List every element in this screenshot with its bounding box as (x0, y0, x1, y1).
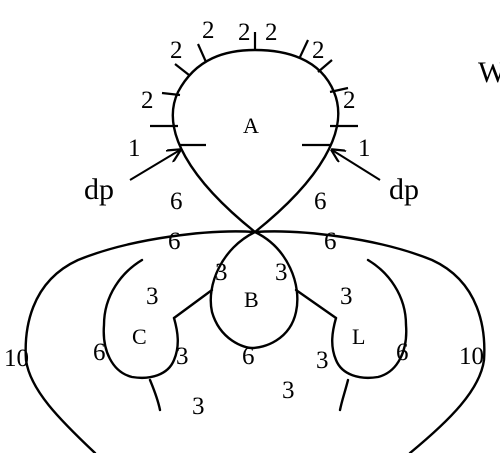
label-b-left-3: 3 (215, 259, 228, 286)
label-c-top-3: 3 (146, 283, 159, 310)
label-top-left-2b: 2 (170, 37, 183, 64)
tick-top-left-2a (161, 91, 181, 97)
region-c-label: C (132, 324, 147, 349)
label-c-bottom-3: 3 (192, 393, 205, 420)
label-a-right-6: 6 (314, 188, 327, 215)
tick-top-right-2b (317, 59, 333, 73)
tick-top-left-2b (174, 63, 190, 76)
corner-mark: W (478, 56, 500, 89)
tick-top-right-2c (329, 86, 349, 94)
region-b-loop (209, 230, 299, 350)
dp-left-label: dp (84, 173, 114, 206)
label-upper-left-6: 6 (168, 228, 181, 255)
label-b-right-3: 3 (275, 259, 288, 286)
connector-b-l (294, 288, 338, 320)
label-top-right-2c: 2 (343, 87, 356, 114)
label-top-right-2a: 2 (265, 19, 278, 46)
region-c-loop (102, 258, 179, 379)
label-l-left-3: 3 (316, 347, 329, 374)
label-upper-right-6: 6 (324, 228, 337, 255)
label-bottom-3: 3 (282, 377, 295, 404)
label-outer-right-10: 10 (459, 343, 484, 370)
tick-top-right-2a (299, 39, 309, 58)
dp-right-arrow (332, 150, 381, 181)
region-b-label: B (244, 287, 259, 312)
dp-right-label: dp (389, 173, 419, 206)
label-top-left-2c: 2 (202, 17, 215, 44)
region-a-label: A (243, 113, 259, 138)
label-a-left-6: 6 (170, 188, 183, 215)
label-b-bottom-6: 6 (242, 343, 255, 370)
label-right-1: 1 (358, 135, 371, 162)
outer-curve-right (253, 230, 486, 453)
label-l-top-3: 3 (340, 283, 353, 310)
region-l-label: L (352, 324, 365, 349)
region-l-stem (338, 378, 350, 412)
region-c-stem (148, 378, 162, 412)
region-a-loop (171, 48, 340, 234)
connector-c-b (172, 288, 214, 320)
outer-curve (24, 230, 257, 453)
label-left-1: 1 (128, 135, 141, 162)
label-top-right-2b: 2 (312, 37, 325, 64)
label-c-right-3: 3 (176, 343, 189, 370)
label-c-left-6: 6 (93, 339, 106, 366)
label-top-left-2a: 2 (141, 87, 154, 114)
label-outer-left-10: 10 (4, 345, 29, 372)
label-top-center-2: 2 (238, 19, 251, 46)
label-l-right-6: 6 (396, 339, 409, 366)
dp-left-arrow (129, 150, 180, 181)
tick-top-left-2c (196, 43, 208, 63)
region-l-loop (331, 258, 408, 379)
